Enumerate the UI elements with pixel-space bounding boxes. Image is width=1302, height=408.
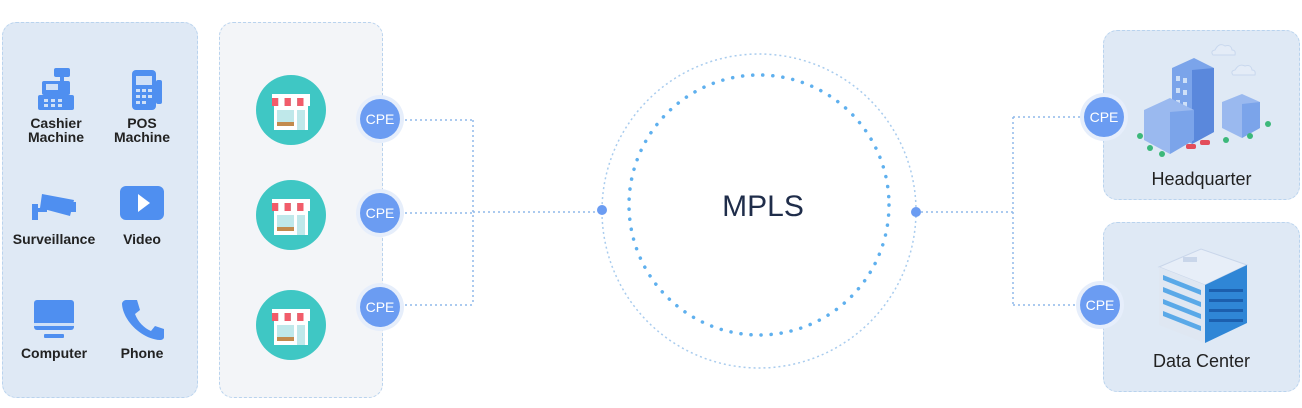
cpe-badge: CPE [1084,97,1124,137]
cctv-camera-icon [32,194,76,220]
mpls-inner-ring [627,73,891,337]
monitor-icon [34,300,74,338]
store-node [256,75,326,145]
device-label: Computer [20,345,88,361]
cpe-badge: CPE [360,287,400,327]
left-port-dot [597,205,607,215]
store-icon [272,199,310,235]
device-label: Surveillance [12,231,96,247]
cash-register-icon [38,68,74,110]
device-cashier-machine: Cashier Machine [11,66,101,144]
device-pos-machine: POS Machine [97,66,187,144]
cpe-badge: CPE [360,193,400,233]
site-label-data-center: Data Center [1152,351,1251,371]
site-label-headquarter: Headquarter [1151,169,1252,189]
pos-terminal-icon [132,70,162,110]
cpe-badge: CPE [360,99,400,139]
device-label: POS Machine [113,115,170,145]
phone-icon [122,300,164,340]
store-icon [272,94,310,130]
data-center-building-icon [1157,248,1249,343]
device-phone: Phone [97,296,187,360]
store-node [256,290,326,360]
headquarters-building-icon [1137,44,1271,157]
device-label: Cashier Machine [27,115,84,145]
headquarter-panel [1103,30,1300,200]
device-label: Phone [120,345,164,361]
device-computer: Computer [9,296,99,360]
store-node [256,180,326,250]
cpe-badge: CPE [1080,285,1120,325]
device-surveillance: Surveillance [9,182,99,246]
device-video: Video [97,182,187,246]
video-camera-icon [120,186,164,220]
store-icon [272,309,310,345]
device-label: Video [123,231,161,247]
mpls-label: MPLS [722,190,804,223]
right-port-dot [911,207,921,217]
